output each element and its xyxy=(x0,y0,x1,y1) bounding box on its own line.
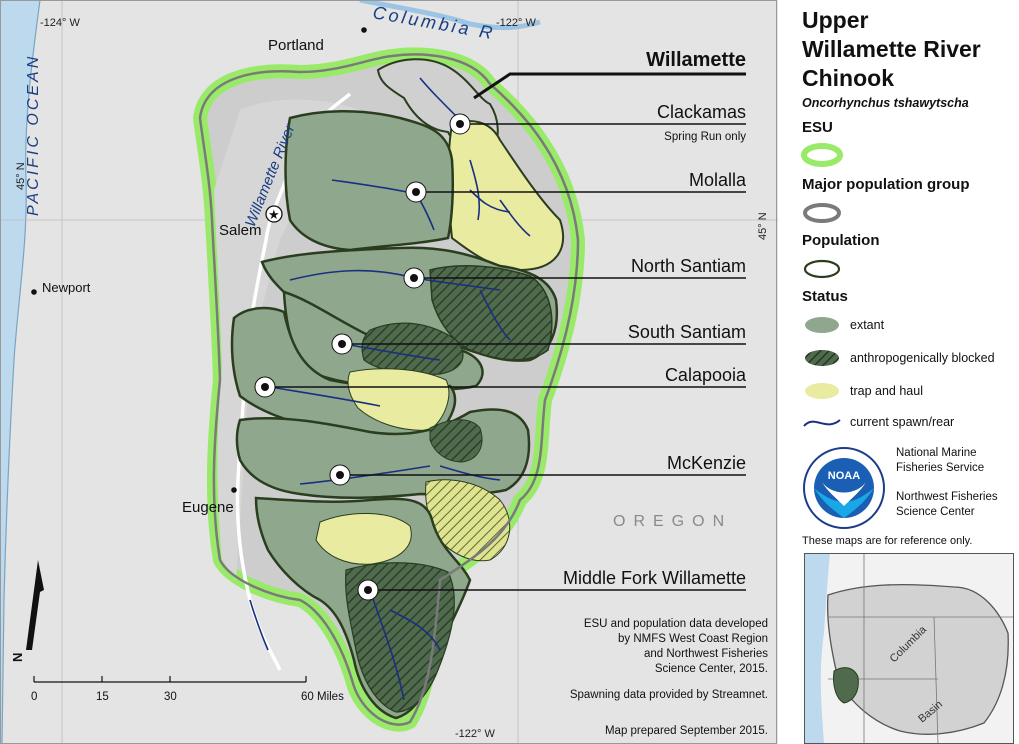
title-line-3: Chinook xyxy=(802,65,894,91)
mpg-boundary xyxy=(198,53,580,726)
legend-population-heading: Population xyxy=(802,232,880,249)
map-title: Upper Willamette River Chinook xyxy=(802,6,981,93)
agency-line-1: National Marine xyxy=(896,447,977,459)
status-blocked-label: anthropogenically blocked xyxy=(850,351,995,365)
noaa-logo-icon: NOAA xyxy=(803,447,885,529)
salem-marker xyxy=(265,205,283,223)
legend-panel: Upper Willamette River Chinook Oncorhync… xyxy=(778,0,1019,744)
portland-marker xyxy=(361,27,367,33)
spawning-streams xyxy=(249,77,531,701)
population-symbol-icon xyxy=(803,259,841,279)
mpg-name-label: Willamette xyxy=(646,49,746,71)
south-santiam-blocked xyxy=(361,322,464,376)
eugene-marker xyxy=(231,487,237,493)
portland-label: Portland xyxy=(268,37,324,54)
population-label-middle-fork: Middle Fork Willamette xyxy=(563,568,746,588)
coastline xyxy=(1,0,41,744)
scale-tick-0: 0 xyxy=(31,691,37,703)
esu-symbol-icon xyxy=(801,143,843,167)
scale-tick-15: 15 xyxy=(96,691,109,703)
middle-fork-trap xyxy=(315,513,412,565)
population-label-mckenzie: McKenzie xyxy=(667,453,746,473)
legend-esu-heading: ESU xyxy=(802,119,833,136)
credits-line-2: by NMFS West Coast Region xyxy=(618,633,768,645)
north-label: N xyxy=(10,653,25,662)
lon-122-top-label: -122° W xyxy=(496,17,536,29)
blocked-swatch xyxy=(805,350,839,366)
scale-tick-60: 60 Miles xyxy=(301,691,344,703)
population-note-clackamas: Spring Run only xyxy=(664,131,746,143)
lon-124-label: -124° W xyxy=(40,17,80,29)
ocean-label: PACIFIC OCEAN xyxy=(25,54,42,216)
credits-spawning: Spawning data provided by Streamnet. xyxy=(570,689,768,701)
salem-star-icon: ★ xyxy=(268,207,280,222)
population-markers xyxy=(254,113,471,601)
credits-prepared: Map prepared September 2015. xyxy=(605,725,768,737)
legend-status-heading: Status xyxy=(802,288,848,305)
salem-label: Salem xyxy=(219,222,262,239)
ocean xyxy=(0,0,40,744)
inset-esu-highlight xyxy=(833,667,859,704)
newport-label: Newport xyxy=(42,280,91,295)
population-label-south-santiam: South Santiam xyxy=(628,322,746,342)
credits-line-1: ESU and population data developed xyxy=(584,618,768,630)
trap-swatch xyxy=(805,383,839,399)
noaa-logo-text: NOAA xyxy=(828,470,860,482)
scientific-name: Oncorhynchus tshawytscha xyxy=(802,96,969,110)
north-arrow-icon xyxy=(26,560,44,650)
mpg-symbol-icon xyxy=(803,203,841,223)
molalla-population xyxy=(284,109,455,252)
reference-note: These maps are for reference only. xyxy=(802,535,973,547)
mckenzie-blocked xyxy=(429,419,483,463)
credits-line-4: Science Center, 2015. xyxy=(655,663,768,675)
eugene-label: Eugene xyxy=(182,499,234,516)
map-panel: Willamette River Columbia R PACIFIC OCEA… xyxy=(0,0,778,744)
state-label: OREGON xyxy=(613,513,732,530)
status-spawn-label: current spawn/rear xyxy=(850,415,955,429)
lat-45-right-label: 45° N xyxy=(757,212,769,240)
scale-bar xyxy=(33,676,307,683)
legend-mpg-heading: Major population group xyxy=(802,176,970,193)
population-label-north-santiam: North Santiam xyxy=(631,256,746,276)
agency-line-4: Science Center xyxy=(896,506,975,518)
agency-line-3: Northwest Fisheries xyxy=(896,491,998,503)
agency-line-2: Fisheries Service xyxy=(896,462,985,474)
credits-line-3: and Northwest Fisheries xyxy=(644,648,768,660)
mpg-leader-line xyxy=(473,72,746,100)
status-trap-label: trap and haul xyxy=(850,384,923,398)
population-label-molalla: Molalla xyxy=(689,170,747,190)
title-line-2: Willamette River xyxy=(802,36,981,62)
status-extant-label: extant xyxy=(850,318,885,332)
population-label-clackamas: Clackamas xyxy=(657,102,746,122)
title-line-1: Upper xyxy=(802,7,869,33)
inset-locator-map: Columbia Basin xyxy=(804,553,1014,744)
lon-122-bottom-label: -122° W xyxy=(455,728,495,740)
scale-tick-30: 30 xyxy=(164,691,177,703)
extant-swatch xyxy=(805,317,839,333)
population-label-calapooia: Calapooia xyxy=(665,365,747,385)
columbia-river xyxy=(359,0,541,31)
population-callouts xyxy=(265,123,746,591)
valley-floor xyxy=(214,99,360,580)
spawn-line-icon xyxy=(803,419,841,427)
newport-marker xyxy=(31,289,37,295)
inset-borders xyxy=(828,553,1014,744)
lat-45-left-label: 45° N xyxy=(15,162,27,190)
